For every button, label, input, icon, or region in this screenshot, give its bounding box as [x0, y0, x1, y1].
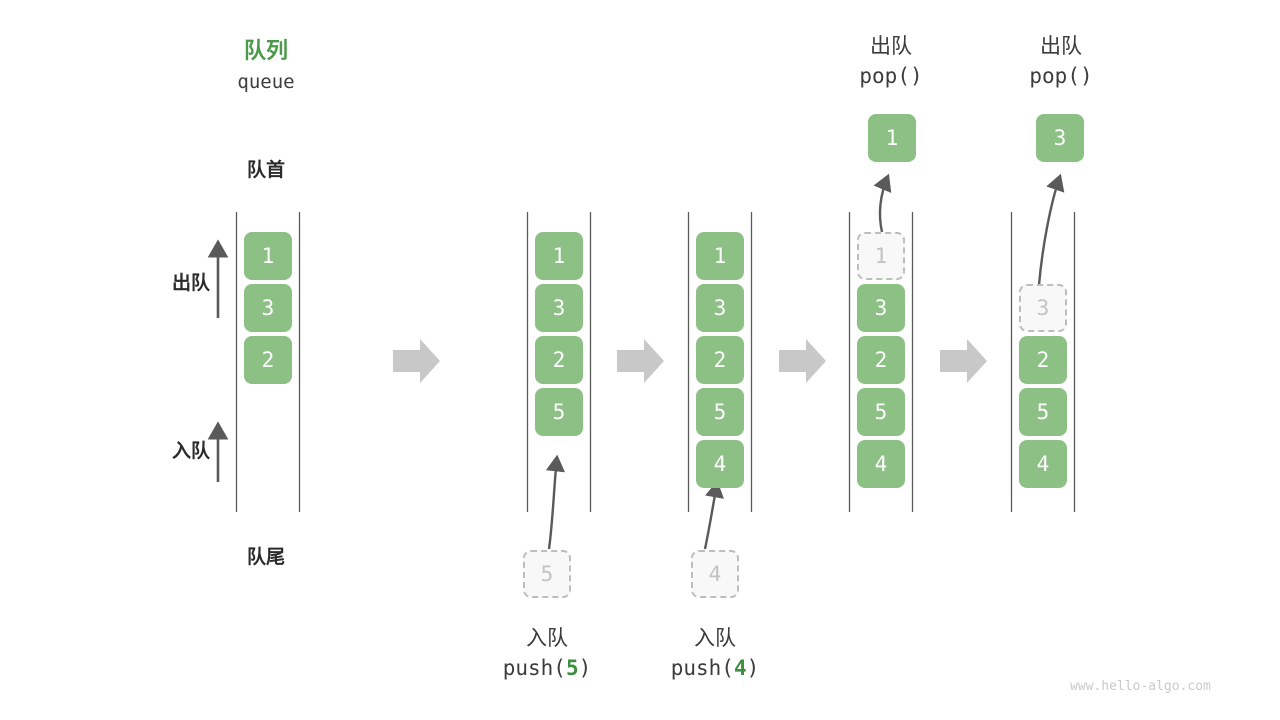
pop-3-header-code: pop(): [1029, 64, 1093, 88]
code-arg: 4: [733, 656, 747, 680]
queue-cell: 4: [857, 440, 905, 488]
queue-cell: 5: [696, 388, 744, 436]
queue-cell: 4: [696, 440, 744, 488]
push-5-caption-cn: 入队: [526, 627, 568, 650]
outgoing-element: 1: [868, 114, 916, 162]
push-4-caption-code: push(4): [635, 656, 795, 680]
code-post: ): [578, 656, 592, 680]
queue-cell: 3: [857, 284, 905, 332]
push-4-arrow: [703, 480, 724, 550]
code-pre: push(: [670, 656, 734, 680]
step-arrow-1: [393, 339, 440, 383]
page-subtitle: queue: [237, 71, 295, 93]
step-arrow-3: [779, 339, 826, 383]
queue-cell: 5: [535, 388, 583, 436]
incoming-element: 4: [691, 550, 739, 598]
queue-cell: 3: [244, 284, 292, 332]
incoming-element: 5: [523, 550, 571, 598]
page-title: 队列: [243, 38, 288, 63]
outgoing-element: 3: [1036, 114, 1084, 162]
code-post: ): [746, 656, 760, 680]
push-5-caption-code: push(5): [467, 656, 627, 680]
code-pre: push(: [502, 656, 566, 680]
queue-cell-ghost: 3: [1019, 284, 1067, 332]
queue-cell: 2: [244, 336, 292, 384]
queue-cell: 2: [696, 336, 744, 384]
step-arrow-4: [940, 339, 987, 383]
step-arrow-2: [617, 339, 664, 383]
rear-label: 队尾: [246, 547, 285, 568]
pop-3-arrow: [1037, 173, 1065, 286]
queue-cell: 1: [535, 232, 583, 280]
dequeue-label: 出队: [171, 273, 210, 294]
front-label: 队首: [246, 160, 285, 181]
queue-cell: 4: [1019, 440, 1067, 488]
queue-cell: 2: [857, 336, 905, 384]
pop-1-header-cn: 出队: [870, 35, 912, 58]
code-arg: 5: [565, 656, 579, 680]
pop-3-header-cn: 出队: [1040, 35, 1082, 58]
queue-cell: 5: [857, 388, 905, 436]
queue-cell: 2: [535, 336, 583, 384]
pop-1-arrow: [873, 173, 892, 233]
queue-cell: 5: [1019, 388, 1067, 436]
pop-1-header-code: pop(): [859, 64, 923, 88]
watermark: www.hello-algo.com: [1070, 679, 1211, 694]
enqueue-label: 入队: [171, 441, 210, 462]
push-4-caption-cn: 入队: [694, 627, 736, 650]
queue-cell: 3: [696, 284, 744, 332]
queue-cell: 3: [535, 284, 583, 332]
push-5-arrow: [545, 454, 566, 550]
queue-cell: 1: [696, 232, 744, 280]
queue-cell: 1: [244, 232, 292, 280]
queue-cell: 2: [1019, 336, 1067, 384]
queue-cell-ghost: 1: [857, 232, 905, 280]
